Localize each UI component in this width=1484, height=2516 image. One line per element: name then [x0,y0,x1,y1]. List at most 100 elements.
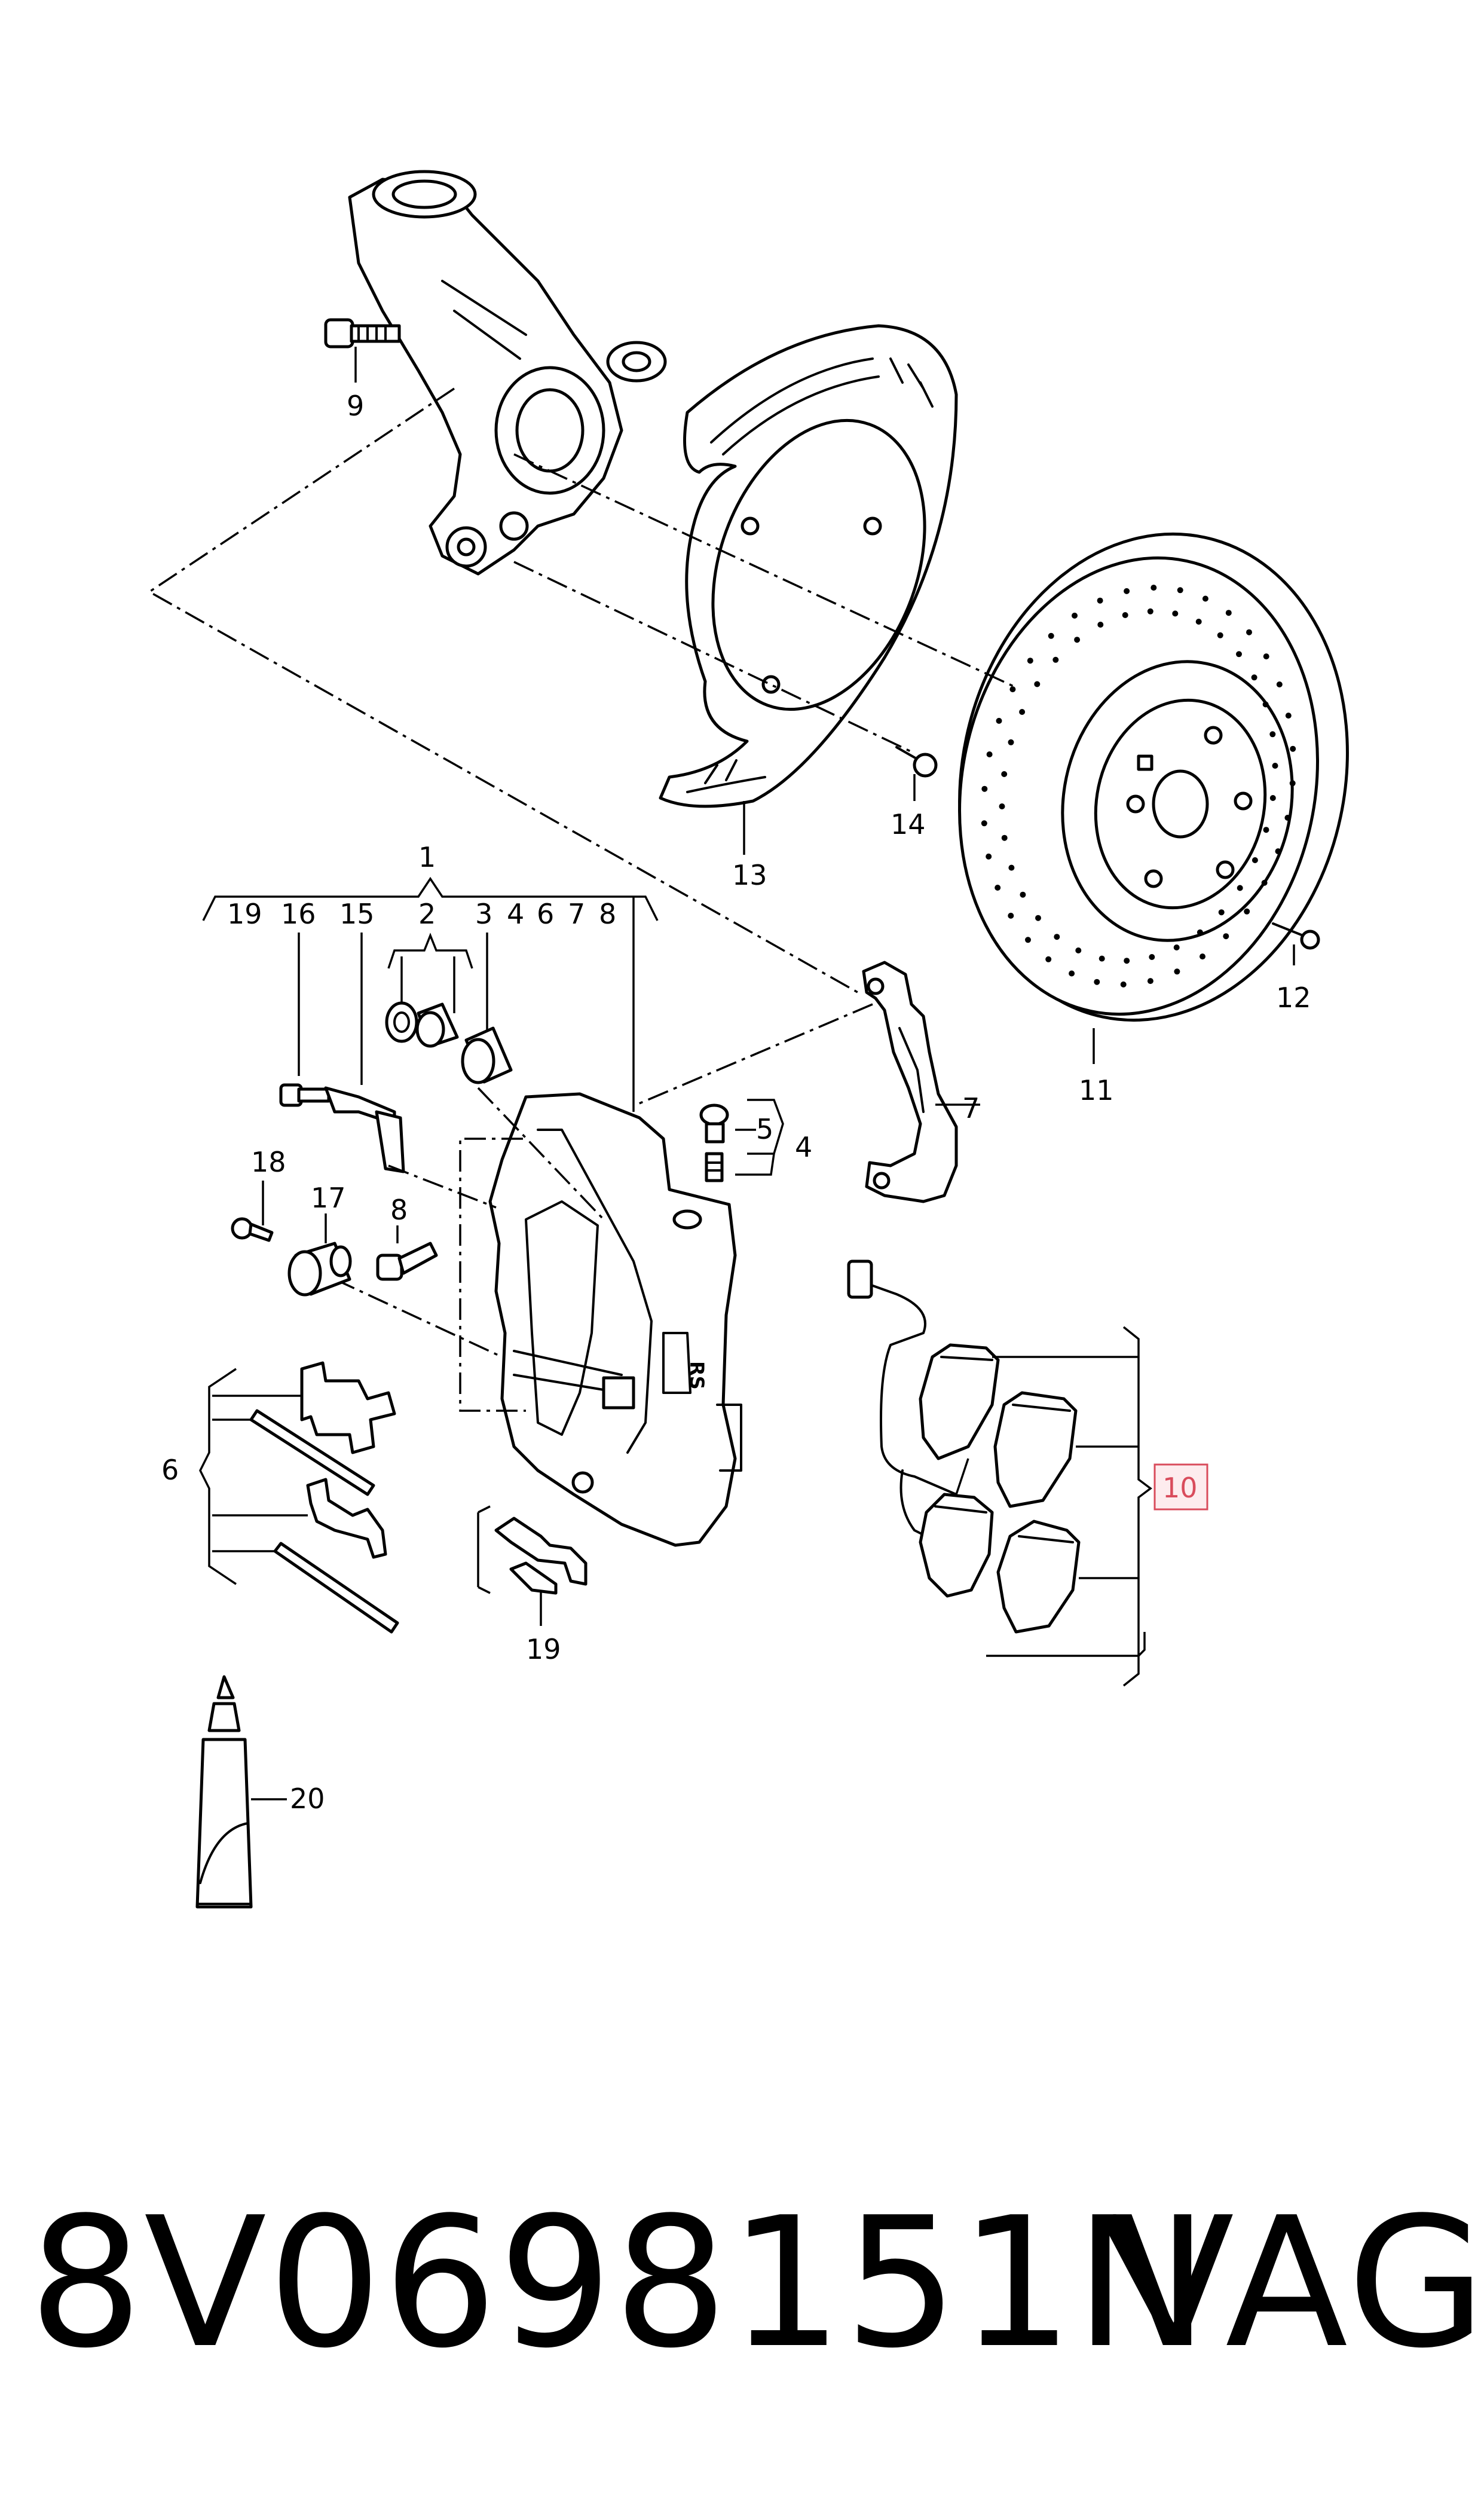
callout-11: 11 [1079,1074,1114,1106]
bleeder-valve [699,1103,729,1182]
disc-drill-hole [1289,780,1296,787]
pad-spring-upper [300,1361,396,1454]
disc-drill-hole [1054,934,1060,940]
disc-drill-hole [1001,834,1008,841]
disc-drill-hole [1269,795,1276,801]
disc-drill-hole [1074,637,1081,643]
callout-5: 5 [756,1113,773,1145]
brake-pad-set [919,1343,1081,1634]
group-row-16: 16 [281,898,316,930]
disc-drill-hole [1151,585,1157,591]
disc-drill-hole [1263,827,1269,833]
disc-drill-hole [1177,587,1183,594]
disc-drill-hole [1045,956,1052,962]
disc-drill-hole [995,885,1001,891]
callout-13: 13 [732,859,767,891]
callout-6: 6 [161,1454,179,1486]
callout-17: 17 [311,1182,346,1214]
disc-drill-hole [1120,981,1127,988]
disc-drill-hole [1251,674,1257,681]
anti-rattle-clip [494,1517,588,1595]
group-row-15: 15 [339,898,375,930]
disc-drill-hole [1009,686,1016,693]
disc-drill-hole [1276,681,1283,687]
group-bracket-1 [202,876,659,1112]
disc-drill-hole [986,853,992,860]
disc-drill-hole [1223,933,1229,940]
bracket-15 [324,1086,405,1173]
disc-drill-hole [1097,597,1103,604]
disc-drill-hole [1197,929,1203,936]
disc-drill-hole [1262,701,1269,708]
callout-7: 7 [962,1092,980,1124]
callout-10: 10 [1162,1472,1198,1504]
disc-screw [1272,922,1320,950]
bushing-17 [287,1242,352,1297]
disc-drill-hole [1008,739,1014,745]
disc-drill-hole [999,803,1005,809]
disc-drill-hole [1001,771,1008,777]
disc-drill-hole [981,820,987,827]
callout-8: 8 [390,1194,408,1226]
callout-1: 1 [418,841,436,873]
disc-drill-hole [1027,658,1033,664]
disc-drill-hole [1069,970,1075,977]
group-row-7: 7 [568,898,585,930]
group-row-2: 2 [418,898,436,930]
disc-drill-hole [1202,595,1208,602]
shield-bolt [895,746,938,778]
wear-sensor [847,1259,963,1555]
disc-drill-hole [1124,958,1130,964]
group-row-3: 3 [475,898,492,930]
caliper-carrier [862,961,958,1203]
callout-10-highlight [1153,1463,1208,1511]
disc-drill-hole [1200,953,1205,960]
disc-drill-hole [1034,681,1041,687]
piston-seals [385,1001,513,1084]
part-number: 8V0698151N [29,2179,1210,2387]
callout-12: 12 [1276,982,1311,1014]
disc-drill-hole [1225,610,1232,616]
group-row-6: 6 [537,898,554,930]
guide-bolt-8 [376,1242,438,1281]
disc-drill-hole [1237,885,1243,891]
brand-label: VAG [1112,2179,1484,2387]
svg-text:RS: RS [686,1361,708,1390]
disc-drill-hole [1174,968,1180,975]
guide-pin-18 [231,1217,274,1242]
part-number-footer: 8V0698151N VAG [0,2176,1484,2391]
disc-drill-hole [1149,954,1155,960]
disc-drill-hole [1285,713,1292,719]
disc-drill-hole [1048,632,1054,639]
guide-pin-lower [273,1542,399,1634]
group-row-labels: 19 16 15 2 3 4 6 7 8 [227,898,616,930]
disc-drill-hole [1099,955,1105,962]
disc-drill-hole [1025,937,1031,943]
disc-drill-hole [1275,848,1281,855]
disc-drill-hole [1218,909,1225,916]
group-row-19: 19 [227,898,262,930]
caliper-bolt-16 [279,1083,331,1107]
disc-drill-hole [1236,651,1242,658]
disc-drill-hole [1008,912,1014,919]
brake-disc [958,532,1349,1022]
disc-drill-hole [1252,857,1258,863]
group-row-4: 4 [507,898,524,930]
callout-4: 4 [795,1131,812,1163]
disc-drill-hole [986,751,993,757]
callout-14: 14 [891,808,926,840]
disc-drill-hole [1124,588,1130,594]
disc-drill-hole [1173,944,1180,950]
disc-drill-hole [1195,619,1202,625]
disc-drill-hole [1172,610,1179,617]
disc-drill-hole [1246,629,1252,635]
disc-drill-hole [981,785,988,792]
disc-drill-hole [1217,632,1223,638]
disc-drill-hole [1269,731,1276,738]
brake-caliper: RS [488,1092,742,1547]
disc-drill-hole [1072,612,1078,619]
pad-spring-lower [306,1478,387,1559]
callout-20: 20 [290,1783,325,1815]
callout-18: 18 [251,1146,286,1178]
